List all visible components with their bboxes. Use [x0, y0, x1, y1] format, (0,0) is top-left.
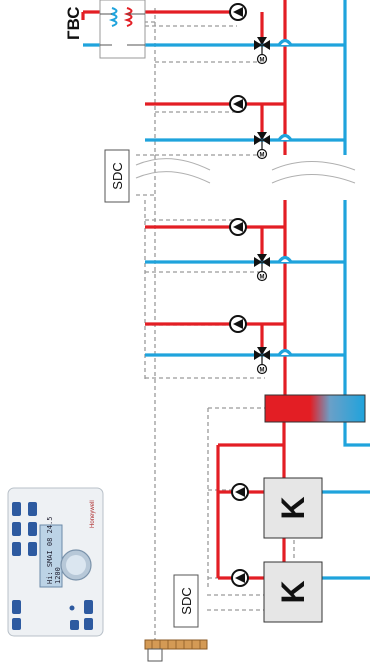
device-screen [39, 524, 63, 588]
controller-device: Hi: SMAI 08 24.5 1200 Honeywell [7, 487, 104, 637]
pump-icon [231, 569, 249, 587]
mixing-valve-icon: M [254, 254, 270, 282]
device-keys-bottom [12, 600, 93, 630]
dhw-heat-exchanger [99, 0, 146, 59]
device-screen-line2: 1200 [54, 567, 62, 584]
crossing-hops [277, 38, 293, 356]
pumps [229, 3, 249, 587]
boiler-1: K [263, 477, 323, 539]
svg-text:M: M [260, 58, 265, 64]
pump-icon [229, 95, 247, 113]
boiler-2: K [263, 561, 323, 623]
dhw-label: ГВС [64, 6, 83, 40]
sdc-label-bottom: SDC [179, 587, 194, 614]
mixing-valve-icon: M [254, 37, 270, 65]
pump-icon [231, 483, 249, 501]
sdc-label-top: SDC [110, 162, 125, 189]
outdoor-sensor [144, 639, 208, 662]
mixing-valve-icon: M [254, 132, 270, 160]
sdc-controller-bottom: SDC [173, 574, 199, 628]
boiler-1-label: K [275, 496, 311, 519]
break-marks [135, 158, 356, 184]
buffer-tank [264, 394, 366, 423]
svg-text:M: M [260, 153, 265, 159]
pump-icon [229, 218, 247, 236]
pump-icon [229, 3, 247, 21]
mixing-valve-icon: M [254, 347, 270, 375]
device-screen-line1: Hi: SMAI 08 24.5 [46, 517, 54, 584]
boiler-2-label: K [275, 580, 311, 603]
svg-text:M: M [260, 368, 265, 374]
device-brand: Honeywell [90, 500, 96, 528]
device-keys-top [12, 502, 37, 556]
supply-lines [81, 0, 287, 582]
mixing-valves: M M M M [254, 37, 270, 375]
pump-icon [229, 315, 247, 333]
return-lines [83, 0, 370, 580]
svg-text:M: M [260, 275, 265, 281]
sdc-controller-top: SDC [104, 149, 130, 203]
